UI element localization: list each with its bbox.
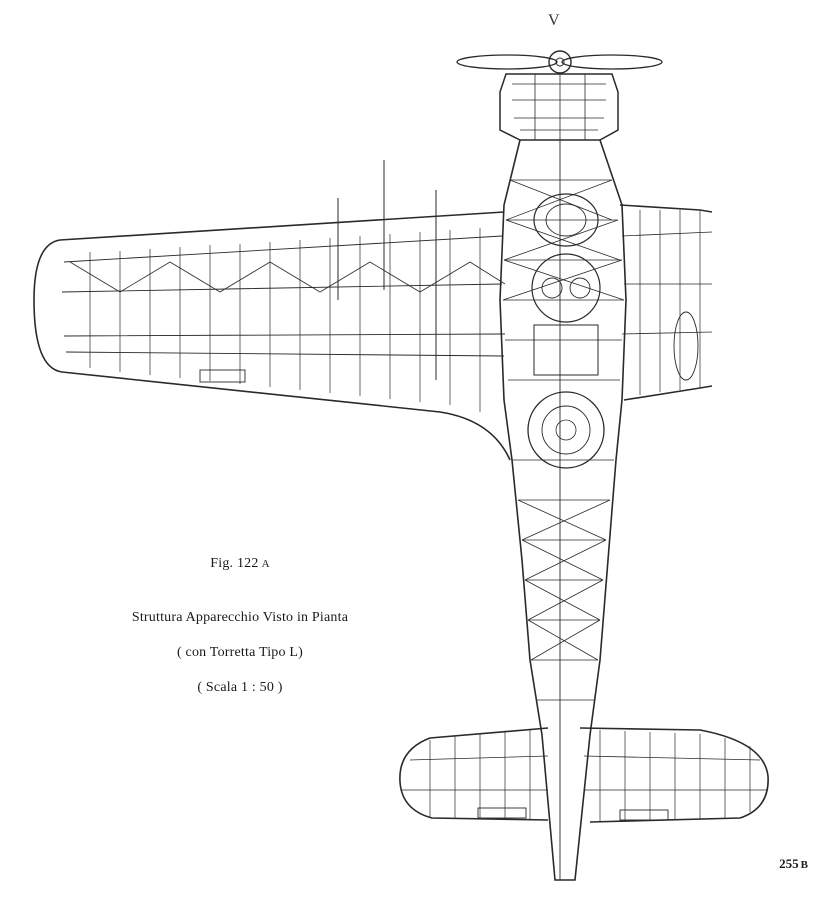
propeller — [456, 50, 663, 74]
page-number-text: 255 — [779, 856, 799, 871]
fuselage-outline — [499, 139, 627, 881]
page-number-suffix: B — [800, 859, 808, 871]
figure-title: Struttura Apparecchio Visto in Pianta — [131, 610, 349, 625]
figure-number-suffix: A — [261, 558, 270, 570]
cockpit-and-turret — [527, 193, 605, 469]
right-wing-root — [619, 204, 713, 401]
direction-mark: V — [548, 12, 560, 29]
engine-cowling — [499, 73, 619, 141]
tailplane — [399, 727, 769, 823]
figure-number-text: Fig. 122 — [210, 556, 259, 571]
figure-scale: ( Scala 1 : 50 ) — [197, 680, 283, 695]
left-wing — [33, 160, 511, 461]
figure-subtitle: ( con Torretta Tipo L) — [176, 645, 304, 660]
